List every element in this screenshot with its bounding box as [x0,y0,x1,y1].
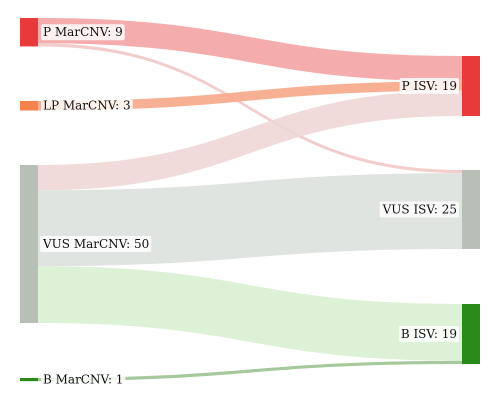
nodes-layer [20,18,480,382]
link-p-marcnv-to-vus-isv [38,43,462,174]
node-label-text: B MarCNV: 1 [43,373,123,387]
node-label-background [41,97,133,114]
node-vus-marcnv [20,165,38,323]
labels-layer: P MarCNV: 9 LP MarCNV: 3 VUS MarCNV: 50 B M… [40,24,459,388]
node-p-marcnv [20,18,38,47]
node-label-background [398,326,459,343]
node-label-background [40,236,152,252]
node-label-text: P MarCNV: 9 [43,25,123,39]
link-lp-marcnv-to-p-isv [38,81,462,111]
node-label-b-isv: B ISV: 19 [398,326,459,343]
node-label-vus-isv: VUS ISV: 25 [379,201,459,218]
node-label-background [399,78,459,95]
node-label-lp-marcnv: LP MarCNV: 3 [41,97,133,114]
node-label-text: B ISV: 19 [401,327,457,341]
link-p-marcnv-to-p-isv [38,18,462,82]
node-p-isv [462,56,480,117]
node-label-text: P ISV: 19 [402,79,457,93]
node-vus-isv [462,170,480,249]
link-b-marcnv-to-b-isv [38,360,462,382]
node-label-p-isv: P ISV: 19 [399,78,459,95]
node-label-text: VUS MarCNV: 50 [42,237,149,251]
node-label-background [379,201,459,218]
node-lp-marcnv [20,101,38,111]
link-vus-marcnv-to-b-isv [38,266,462,361]
link-vus-marcnv-to-p-isv [38,90,462,191]
links-layer [38,18,462,382]
node-label-background [41,24,125,41]
node-label-text: LP MarCNV: 3 [43,99,131,113]
node-b-marcnv [20,378,38,382]
node-label-b-marcnv: B MarCNV: 1 [41,371,126,388]
node-label-vus-marcnv: VUS MarCNV: 50 [40,236,152,252]
node-label-background [41,371,126,388]
node-label-p-marcnv: P MarCNV: 9 [41,24,125,41]
node-label-text: VUS ISV: 25 [382,203,457,217]
node-b-isv [462,304,480,365]
